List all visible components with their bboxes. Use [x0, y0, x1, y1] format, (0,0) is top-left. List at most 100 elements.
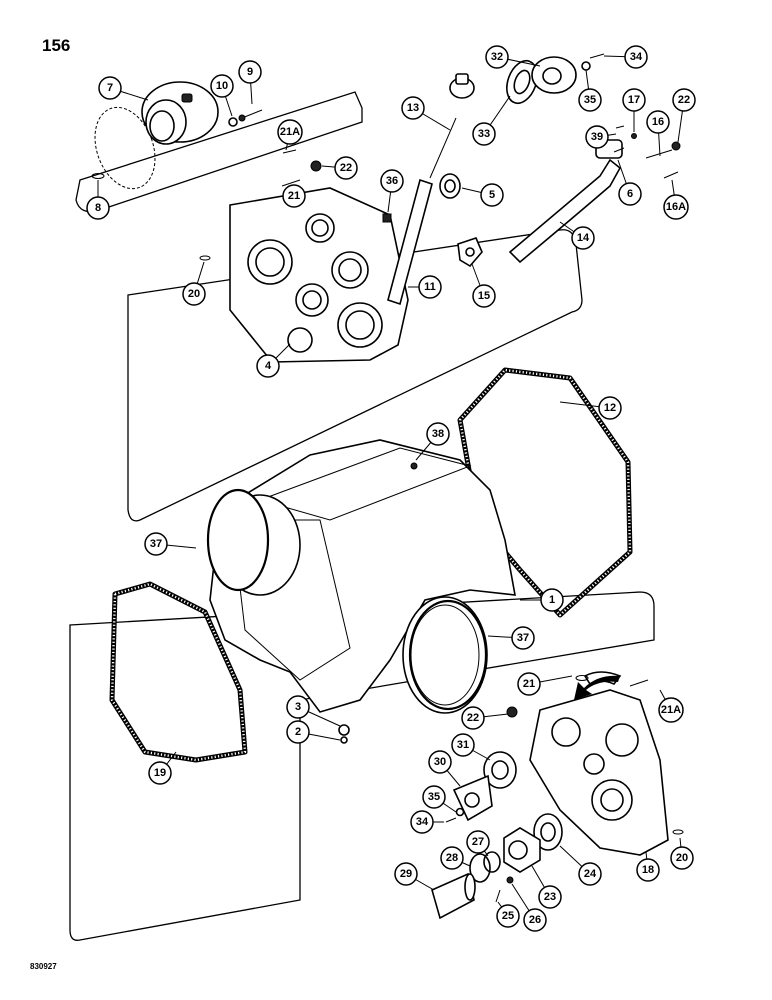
callout-23: 23: [538, 885, 562, 909]
parts-21-21A-22-20-36: [199, 149, 392, 261]
callout-9: 9: [238, 60, 262, 84]
drawing-code: 830927: [30, 962, 57, 971]
callout-8: 8: [86, 196, 110, 220]
callout-label: 21A: [280, 126, 300, 138]
callout-label: 21A: [661, 704, 681, 716]
callout-label: 21: [523, 678, 535, 690]
callout-26: 26: [523, 908, 547, 932]
callout-39: 39: [585, 125, 609, 149]
callout-14: 14: [571, 226, 595, 250]
callout-20: 20: [670, 846, 694, 870]
callout-label: 36: [386, 175, 398, 187]
callout-circle: [480, 183, 504, 207]
callout-21a: 21A: [658, 697, 684, 723]
callout-label: 14: [577, 232, 590, 244]
callout-circle: [658, 697, 684, 723]
callout-label: 28: [446, 852, 458, 864]
part-37-o-ring-left: [206, 488, 270, 592]
callout-label: 29: [400, 868, 412, 880]
assembly-arrow: [574, 675, 620, 700]
callout-29: 29: [394, 862, 418, 886]
callout-circle: [256, 354, 280, 378]
callout-circle: [394, 862, 418, 886]
callout-label: 3: [295, 701, 301, 713]
callout-label: 35: [584, 94, 596, 106]
part-33-gasket: [506, 59, 538, 105]
callout-label: 15: [478, 290, 490, 302]
callout-circle: [461, 706, 485, 730]
part-7-bearing-hub: [94, 81, 219, 190]
callout-circle: [517, 672, 541, 696]
callout-circle: [334, 156, 358, 180]
callout-label: 9: [247, 66, 253, 78]
callout-label: 17: [628, 94, 640, 106]
parts-34-35-lower: [445, 807, 465, 823]
callout-circle: [672, 88, 696, 112]
callout-24: 24: [578, 862, 602, 886]
parts-34-35-bolt-washer: [581, 53, 605, 71]
callout-label: 2: [295, 726, 301, 738]
part-18-rear-cover: [529, 671, 669, 856]
callout-34: 34: [410, 810, 434, 834]
callout-label: 23: [544, 891, 556, 903]
callout-34: 34: [624, 45, 648, 69]
callout-circle: [182, 282, 206, 306]
callout-11: 11: [418, 275, 442, 299]
callout-38: 38: [426, 422, 450, 446]
callout-circle: [380, 169, 404, 193]
callout-18: 18: [636, 858, 660, 882]
callout-circle: [286, 720, 310, 744]
part-14-fill-tube: [508, 139, 623, 264]
callout-1: 1: [540, 588, 564, 612]
callout-circle: [485, 45, 509, 69]
callout-10: 10: [210, 74, 234, 98]
callout-label: 16: [652, 116, 664, 128]
part-15-gasket: [457, 237, 483, 268]
callout-label: 22: [340, 162, 352, 174]
page-number: 156: [42, 36, 71, 55]
part-28-o-ring: [469, 853, 491, 883]
callout-circle: [636, 858, 660, 882]
callout-circle: [540, 588, 564, 612]
callout-circle: [210, 74, 234, 98]
callout-label: 19: [154, 767, 166, 779]
callout-circle: [451, 733, 475, 757]
callout-27: 27: [466, 830, 490, 854]
callout-label: 39: [591, 131, 603, 143]
parts-20-21-21A-22-rear: [506, 675, 684, 835]
callout-16a: 16A: [663, 194, 689, 220]
callout-circle: [511, 626, 535, 650]
part-32-flange: [531, 56, 577, 94]
part-4-front-cover: [229, 187, 409, 363]
callout-17: 17: [622, 88, 646, 112]
callout-25: 25: [496, 904, 520, 928]
callout-37: 37: [144, 532, 168, 556]
callout-label: 7: [107, 82, 113, 94]
callout-3: 3: [286, 695, 310, 719]
callout-label: 12: [604, 402, 616, 414]
part-37-o-ring-right: [408, 599, 488, 711]
part-1-transmission-housing: [209, 439, 516, 744]
callout-circle: [571, 226, 595, 250]
callout-20: 20: [182, 282, 206, 306]
callout-4: 4: [256, 354, 280, 378]
callout-label: 32: [491, 51, 503, 63]
part-31-gasket: [483, 751, 517, 789]
callout-circle: [148, 761, 172, 785]
parts-6-16-17-22-39-hardware: [613, 125, 681, 179]
parts-25-26-bolt-washer: [495, 876, 514, 903]
callout-circle: [538, 885, 562, 909]
callout-circle: [496, 904, 520, 928]
callout-22: 22: [461, 706, 485, 730]
callout-label: 25: [502, 910, 514, 922]
callout-circle: [238, 60, 262, 84]
callout-circle: [523, 908, 547, 932]
callout-label: 21: [288, 190, 300, 202]
callout-label: 35: [428, 791, 440, 803]
callout-label: 8: [95, 202, 101, 214]
callout-35: 35: [422, 785, 446, 809]
callout-label: 26: [529, 914, 541, 926]
callout-circle: [598, 396, 622, 420]
callout-label: 34: [416, 816, 429, 828]
